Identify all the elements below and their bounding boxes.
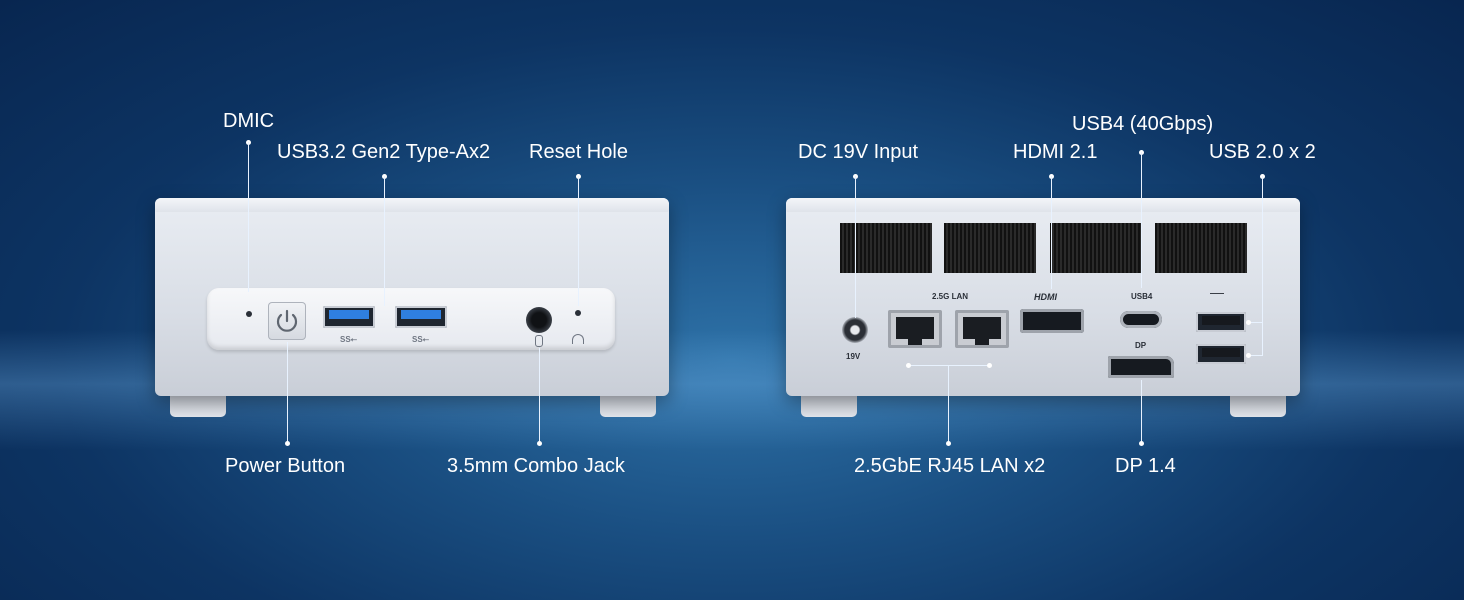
reset-hole	[575, 310, 581, 316]
power-icon	[276, 309, 298, 332]
usb4-callout-line	[1141, 152, 1142, 288]
rear-foot-right	[1230, 395, 1286, 417]
rear-vent-3	[1050, 223, 1142, 273]
hdmi-callout-line	[1051, 176, 1052, 289]
rear-lid	[786, 198, 1300, 212]
usb32-port-1-mark: SS⭠	[340, 335, 358, 344]
usb2-icon	[1210, 293, 1224, 297]
lan-callout-dot-right	[987, 363, 992, 368]
lan-port-2	[955, 310, 1009, 348]
dmic-hole	[246, 311, 252, 317]
usb4-mark: USB4	[1131, 292, 1153, 301]
lan-mark: 2.5G LAN	[932, 292, 969, 301]
hdmi-port	[1020, 309, 1084, 333]
hdmi-label: HDMI 2.1	[1013, 141, 1098, 163]
usb2-port-2	[1196, 344, 1246, 364]
dp-callout-line	[1141, 380, 1142, 444]
power-button[interactable]	[268, 302, 306, 340]
power-callout-line	[287, 342, 288, 444]
usb4-label: USB4 (40Gbps)	[1072, 113, 1214, 135]
dmic-label: DMIC	[223, 110, 275, 132]
rear-vent-1	[840, 223, 932, 273]
hdmi-mark: HDMI	[1034, 292, 1057, 302]
power-label: Power Button	[225, 455, 346, 477]
usb2-callout-branch-1	[1248, 322, 1262, 323]
dp-label: DP 1.4	[1115, 455, 1176, 477]
usb2-callout-branch-2-dot	[1246, 353, 1251, 358]
front-foot-left	[170, 395, 226, 417]
usb32-callout-line	[384, 176, 385, 306]
front-lid	[155, 198, 669, 212]
usb32-port-1	[323, 306, 375, 328]
power-callout-dot	[285, 441, 290, 446]
combo-callout-line	[539, 348, 540, 444]
usb32-label: USB3.2 Gen2 Type-Ax2	[277, 141, 491, 163]
usb2-port-1	[1196, 312, 1246, 332]
rear-vent-4	[1155, 223, 1247, 273]
lan-callout-line	[948, 366, 949, 444]
mic-icon	[535, 335, 543, 347]
dc-jack	[842, 317, 868, 343]
usb2-callout-line	[1262, 176, 1263, 356]
reset-callout-line	[578, 176, 579, 306]
lan-callout-dot	[946, 441, 951, 446]
dc-callout-line	[855, 176, 856, 318]
rear-foot-left	[801, 395, 857, 417]
combo-label: 3.5mm Combo Jack	[447, 455, 625, 477]
combo-jack	[526, 307, 552, 333]
usb2-callout-branch-1-dot	[1246, 320, 1251, 325]
dmic-callout-line	[248, 142, 249, 292]
lan-label: 2.5GbE RJ45 LAN x2	[854, 455, 1046, 477]
usb2-callout-branch-2	[1248, 355, 1262, 356]
lan-callout-bracket	[908, 365, 990, 366]
dc-mark: 19V	[846, 352, 861, 361]
usb4-port	[1120, 311, 1162, 328]
dp-callout-dot	[1139, 441, 1144, 446]
reset-label: Reset Hole	[529, 141, 628, 163]
usb32-port-2	[395, 306, 447, 328]
front-foot-right	[600, 395, 656, 417]
usb32-port-2-mark: SS⭠	[412, 335, 430, 344]
usb2-label: USB 2.0 x 2	[1209, 141, 1316, 163]
lan-callout-dot-left	[906, 363, 911, 368]
dp-mark: DP	[1135, 341, 1147, 350]
combo-callout-dot	[537, 441, 542, 446]
dp-port	[1108, 356, 1174, 378]
rear-vent-2	[944, 223, 1036, 273]
headphone-icon	[572, 334, 584, 344]
dc-label: DC 19V Input	[798, 141, 919, 163]
lan-port-1	[888, 310, 942, 348]
